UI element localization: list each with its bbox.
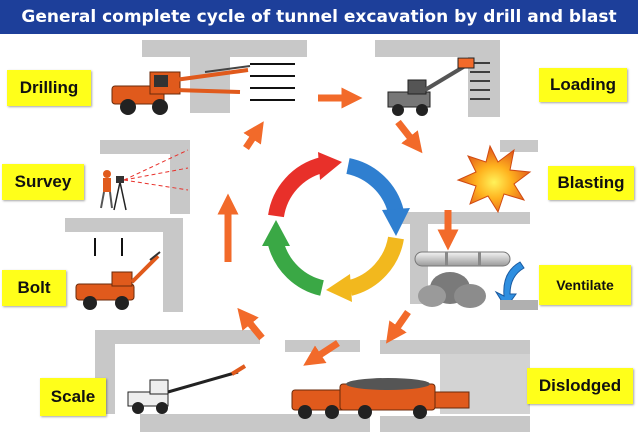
ventilation-duct-icon xyxy=(414,251,538,310)
surveyor-icon xyxy=(100,149,189,211)
mucking-loader-icon xyxy=(291,378,470,419)
scaler-icon xyxy=(127,364,247,414)
step-label-ventilate: Ventilate xyxy=(539,265,631,305)
arrow-ventilate-to-dislodged xyxy=(386,310,411,344)
drill-rig-icon xyxy=(111,65,251,115)
step-label-bolt: Bolt xyxy=(2,270,66,306)
flow-arrows xyxy=(217,87,459,366)
step-label-blasting: Blasting xyxy=(548,166,634,200)
step-label-scale: Scale xyxy=(40,378,106,416)
step-label-dislodged: Dislodged xyxy=(527,368,633,404)
cycle-arrows-icon xyxy=(262,152,410,302)
explosion-icon xyxy=(456,144,532,214)
rock-face-lines xyxy=(250,63,295,101)
arrow-loading-to-blasting xyxy=(395,119,423,154)
arrow-dislodged-to-scale xyxy=(303,340,340,366)
step-label-survey: Survey xyxy=(2,164,84,200)
step-label-drilling: Drilling xyxy=(7,70,91,106)
bolter-icon xyxy=(75,238,161,310)
diagram-title: General complete cycle of tunnel excavat… xyxy=(0,0,638,34)
charging-truck-icon xyxy=(387,57,475,116)
arrow-scale-to-bolt xyxy=(237,307,265,341)
arrow-survey-to-drilling xyxy=(243,121,264,150)
step-label-loading: Loading xyxy=(539,68,627,102)
